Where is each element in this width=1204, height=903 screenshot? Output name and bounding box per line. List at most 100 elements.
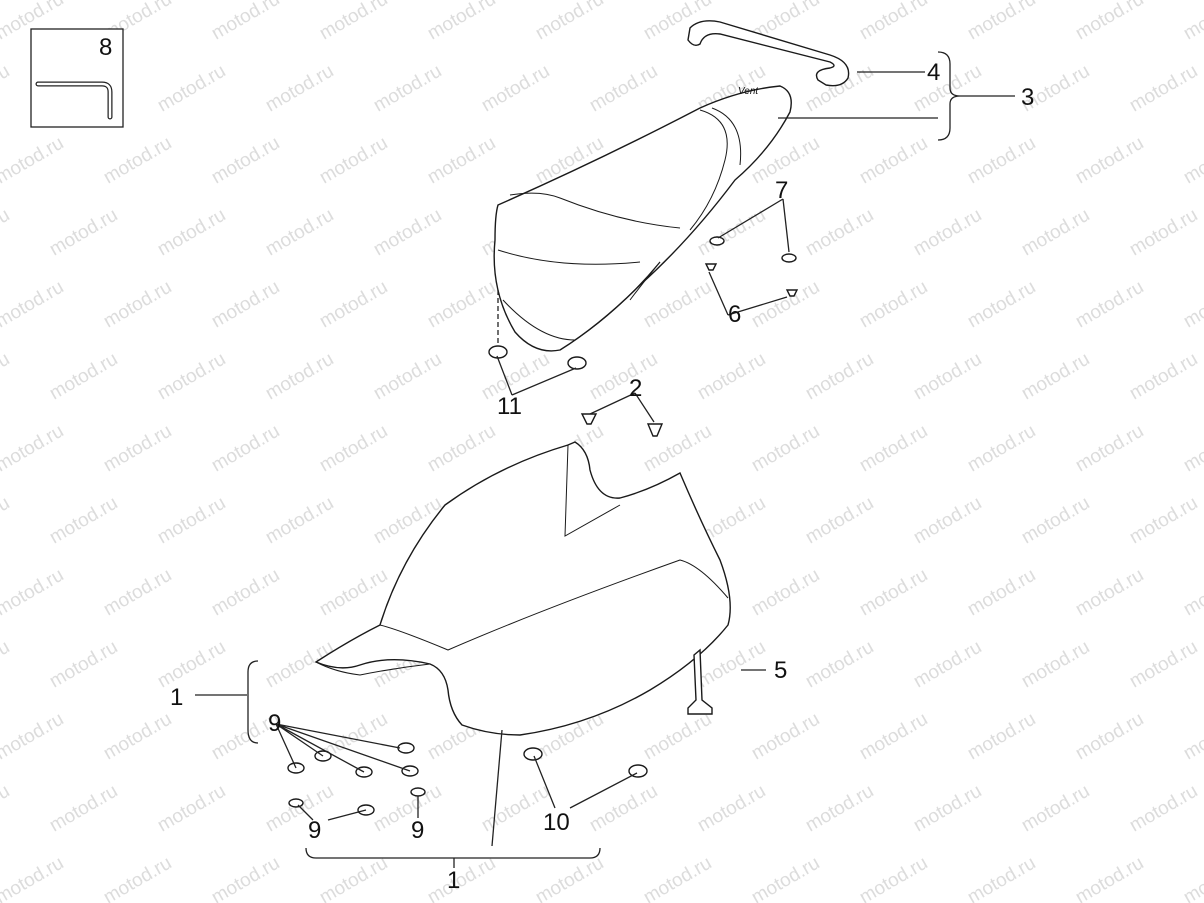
- watermark-text: motod.ru: [1180, 853, 1204, 903]
- watermark-text: motod.ru: [100, 133, 175, 189]
- watermark-text: motod.ru: [208, 421, 283, 477]
- rear-seat-cowl: Vent: [493, 85, 792, 352]
- watermark-text: motod.ru: [208, 277, 283, 333]
- watermark-text: motod.ru: [262, 493, 337, 549]
- watermark-text: motod.ru: [586, 349, 661, 405]
- watermark-text: motod.ru: [964, 277, 1039, 333]
- watermark-text: motod.ru: [1126, 349, 1201, 405]
- watermark-text: motod.ru: [424, 853, 499, 903]
- watermark-text: motod.ru: [1072, 709, 1147, 765]
- watermark-text: motod.ru: [316, 565, 391, 621]
- callout-9-bottom-right: 9: [411, 817, 424, 844]
- watermark-text: motod.ru: [1126, 61, 1201, 117]
- watermark-text: motod.ru: [316, 853, 391, 903]
- watermark-text: motod.ru: [154, 781, 229, 837]
- watermark-text: motod.ru: [1126, 637, 1201, 693]
- watermark-text: motod.ru: [910, 637, 985, 693]
- watermark-text: motod.ru: [154, 493, 229, 549]
- watermark-text: motod.ru: [586, 61, 661, 117]
- watermark-text: motod.ru: [46, 781, 121, 837]
- watermark-text: motod.ru: [856, 0, 931, 44]
- watermark-text: motod.ru: [694, 349, 769, 405]
- watermark-text: motod.ru: [1126, 205, 1201, 261]
- watermark-text: motod.ru: [856, 853, 931, 903]
- watermark-text: motod.ru: [262, 781, 337, 837]
- callout-10: 10: [543, 809, 570, 836]
- watermark-text: motod.ru: [856, 133, 931, 189]
- watermark-text: motod.ru: [802, 637, 877, 693]
- watermark-text: motod.ru: [910, 493, 985, 549]
- callout-1-left: 1: [170, 684, 183, 711]
- watermark-text: motod.ru: [0, 709, 67, 765]
- callout-3: 3: [1021, 84, 1034, 111]
- svg-text:Vent: Vent: [738, 86, 759, 97]
- watermark-text: motod.ru: [424, 277, 499, 333]
- watermark-text: motod.ru: [0, 61, 13, 117]
- watermark-text: motod.ru: [154, 205, 229, 261]
- watermark-text: motod.ru: [208, 133, 283, 189]
- tool-kit-inset: [30, 28, 124, 128]
- watermark-text: motod.ru: [1126, 781, 1201, 837]
- watermark-text: motod.ru: [316, 0, 391, 44]
- watermark-text: motod.ru: [370, 349, 445, 405]
- watermark-text: motod.ru: [640, 853, 715, 903]
- watermark-text: motod.ru: [208, 853, 283, 903]
- watermark-text: motod.ru: [1180, 709, 1204, 765]
- watermark-text: motod.ru: [316, 133, 391, 189]
- watermark-text: motod.ru: [0, 853, 67, 903]
- watermark-text: motod.ru: [964, 853, 1039, 903]
- watermark-text: motod.ru: [100, 277, 175, 333]
- watermark-text: motod.ru: [1072, 0, 1147, 44]
- watermark-text: motod.ru: [1072, 853, 1147, 903]
- grab-rail: [687, 20, 850, 87]
- watermark-text: motod.ru: [964, 133, 1039, 189]
- watermark-text: motod.ru: [46, 205, 121, 261]
- watermark-text: motod.ru: [0, 349, 13, 405]
- watermark-text: motod.ru: [46, 349, 121, 405]
- watermark-text: motod.ru: [262, 349, 337, 405]
- watermark-text: motod.ru: [100, 421, 175, 477]
- watermark-text: motod.ru: [964, 421, 1039, 477]
- hardware: [287, 236, 799, 816]
- watermark-text: motod.ru: [1072, 565, 1147, 621]
- watermark-text: motod.ru: [1126, 493, 1201, 549]
- watermark-text: motod.ru: [910, 205, 985, 261]
- watermark-text: motod.ru: [802, 349, 877, 405]
- watermark-text: motod.ru: [0, 781, 13, 837]
- watermark-text: motod.ru: [0, 493, 13, 549]
- watermark-text: motod.ru: [262, 61, 337, 117]
- watermark-text: motod.ru: [748, 421, 823, 477]
- watermark-text: motod.ru: [532, 0, 607, 44]
- watermark-text: motod.ru: [1072, 133, 1147, 189]
- callout-9-bottom-left: 9: [308, 817, 321, 844]
- watermark-text: motod.ru: [46, 493, 121, 549]
- callout-7: 7: [775, 177, 788, 204]
- watermark-text: motod.ru: [1180, 565, 1204, 621]
- callout-1-bottom: 1: [447, 867, 460, 894]
- watermark-text: motod.ru: [910, 61, 985, 117]
- watermark-text: motod.ru: [100, 853, 175, 903]
- watermark-text: motod.ru: [0, 421, 67, 477]
- watermark-text: motod.ru: [748, 853, 823, 903]
- watermark-text: motod.ru: [910, 349, 985, 405]
- callout-5: 5: [774, 657, 787, 684]
- watermark-text: motod.ru: [802, 205, 877, 261]
- callout-6: 6: [728, 301, 741, 328]
- watermark-text: motod.ru: [856, 709, 931, 765]
- watermark-text: motod.ru: [964, 709, 1039, 765]
- watermark-text: motod.ru: [208, 0, 283, 44]
- watermark-text: motod.ru: [1180, 421, 1204, 477]
- watermark-text: motod.ru: [370, 61, 445, 117]
- watermark-text: motod.ru: [424, 0, 499, 44]
- watermark-text: motod.ru: [910, 781, 985, 837]
- watermark-text: motod.ru: [748, 709, 823, 765]
- watermark-text: motod.ru: [154, 61, 229, 117]
- watermark-text: motod.ru: [154, 637, 229, 693]
- watermark-text: motod.ru: [1018, 205, 1093, 261]
- watermark-text: motod.ru: [532, 853, 607, 903]
- watermark-text: motod.ru: [0, 133, 67, 189]
- watermark-text: motod.ru: [262, 205, 337, 261]
- watermark-text: motod.ru: [856, 421, 931, 477]
- watermark-text: motod.ru: [748, 277, 823, 333]
- watermark-text: motod.ru: [856, 565, 931, 621]
